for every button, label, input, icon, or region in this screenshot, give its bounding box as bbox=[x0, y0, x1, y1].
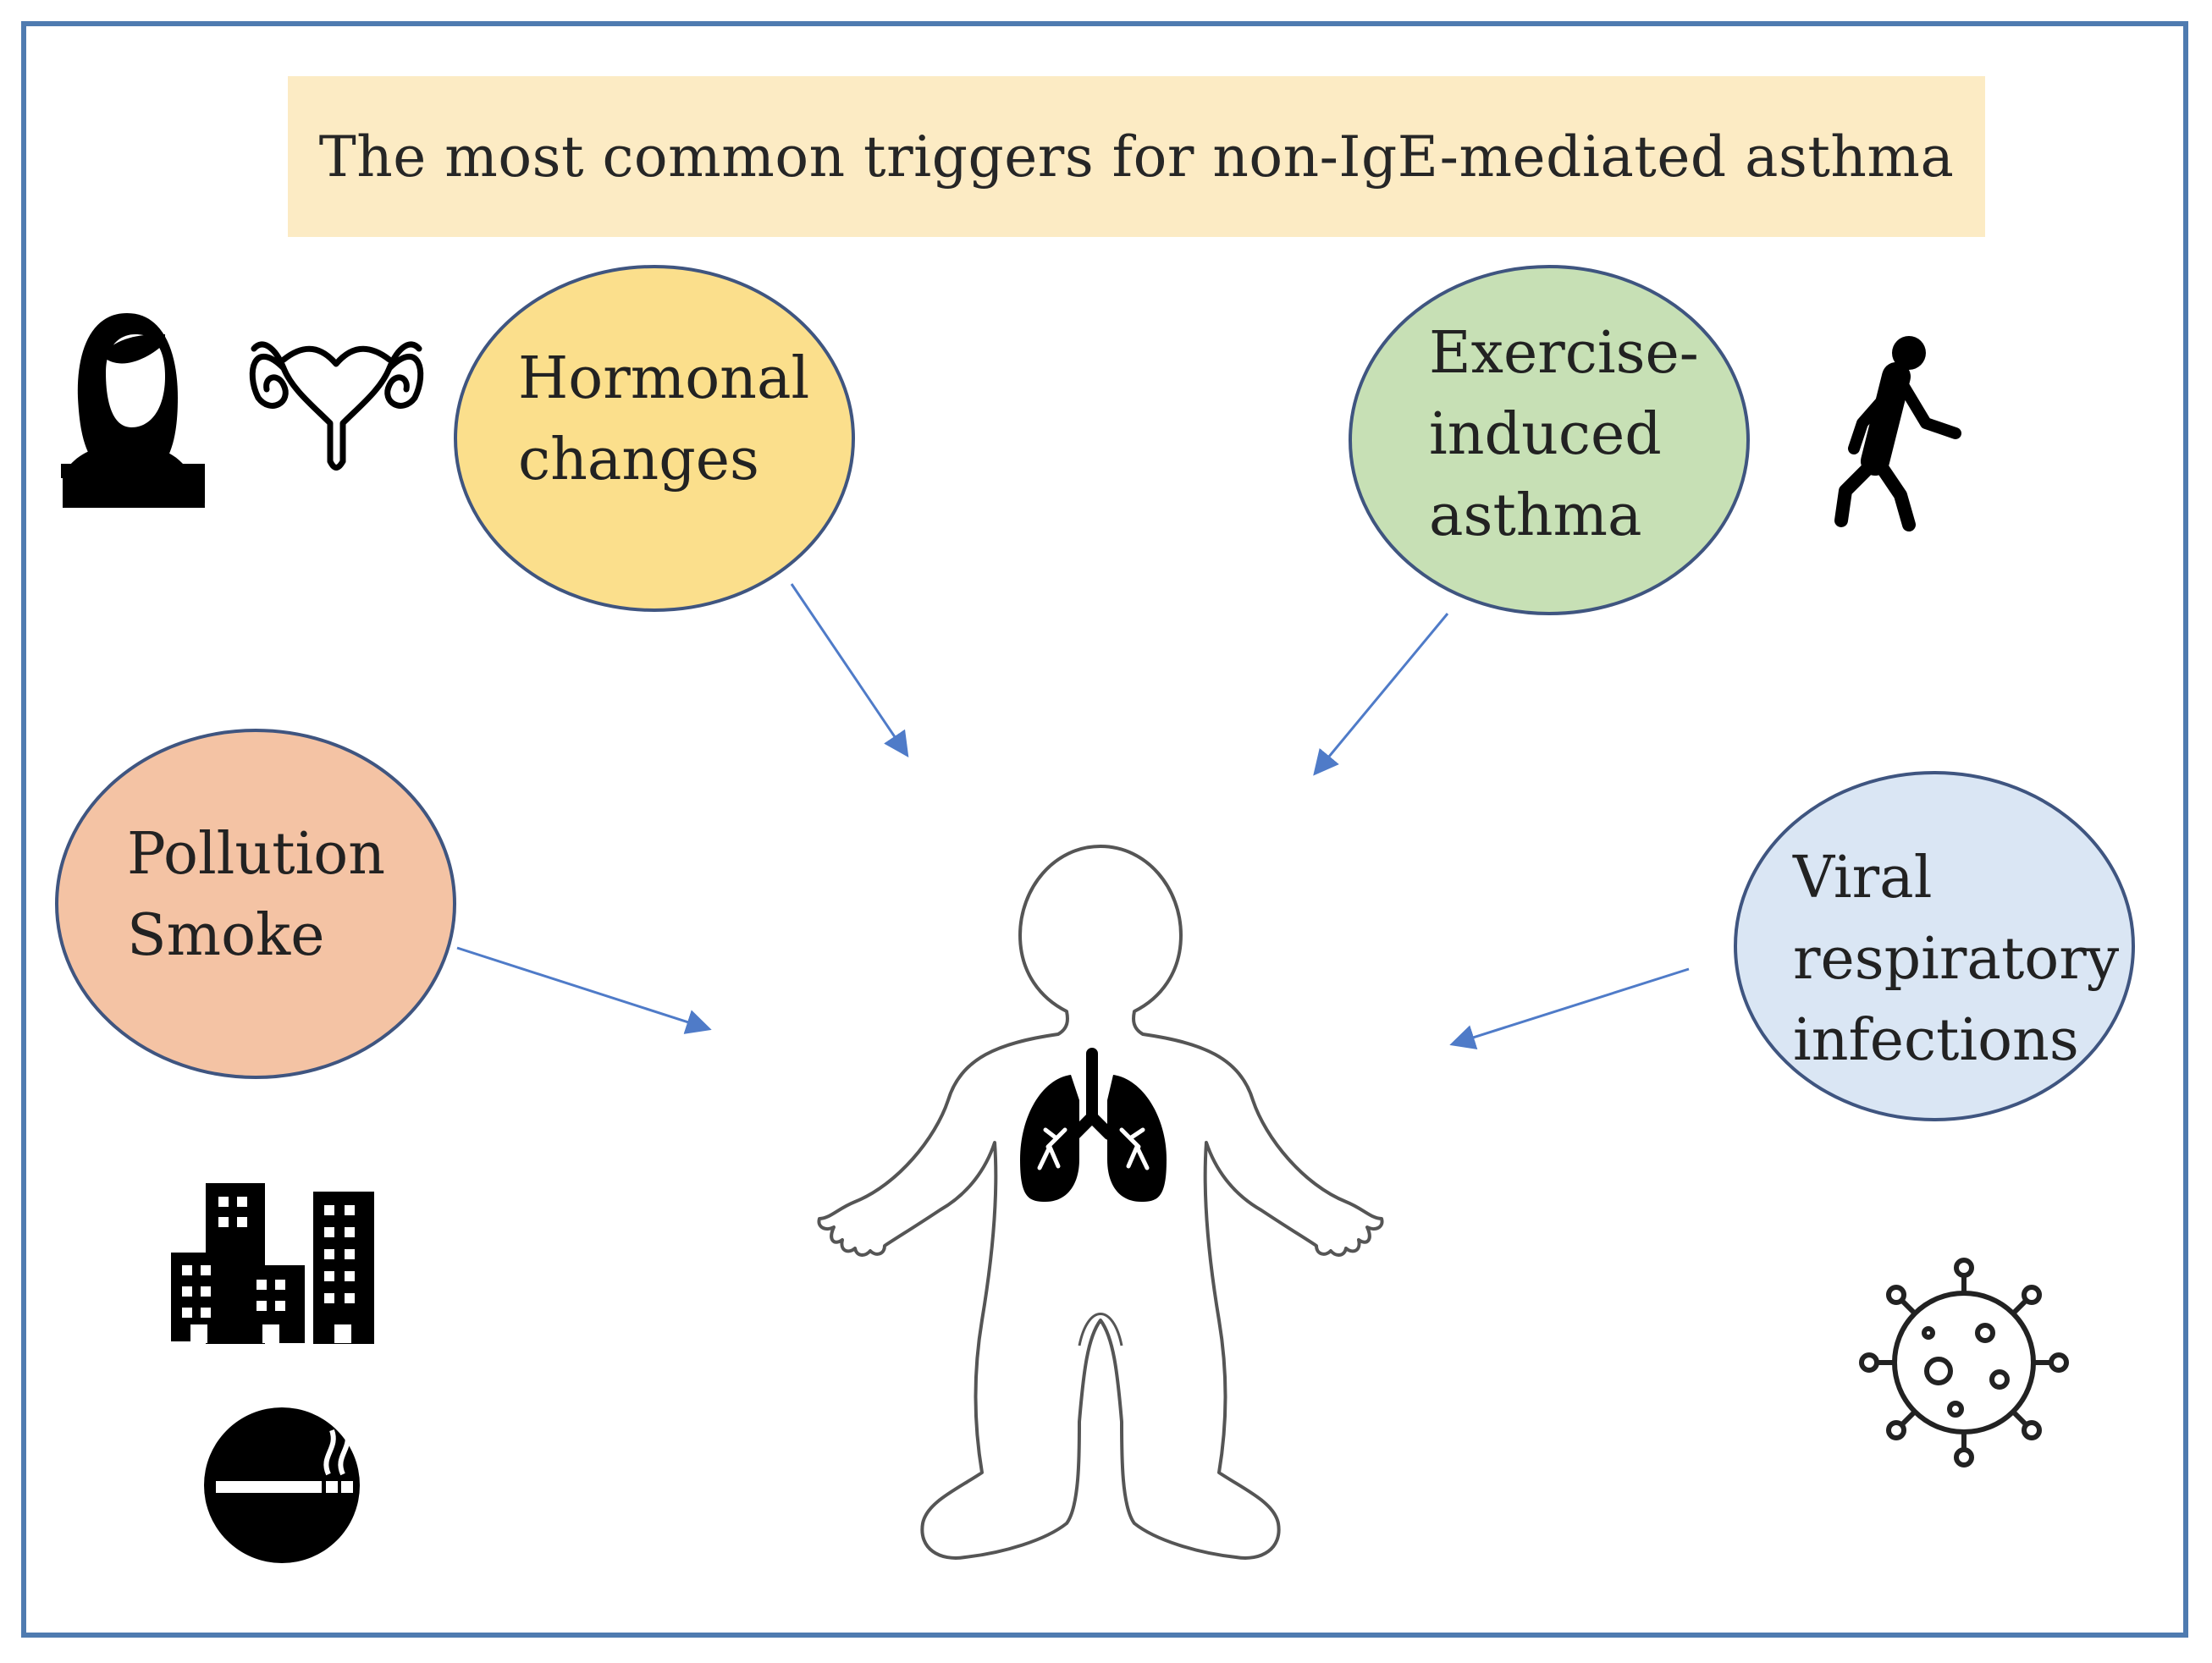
label-hormonal-line-1: Hormonal bbox=[518, 345, 810, 412]
bubble-viral bbox=[1734, 771, 2135, 1121]
label-viral: Viral respiratory infections bbox=[1793, 838, 2119, 1082]
walking-person-icon bbox=[1834, 336, 1961, 531]
label-viral-line-2: respiratory bbox=[1793, 926, 2120, 993]
title-banner: The most common triggers for non-IgE-med… bbox=[288, 76, 1985, 237]
arrow-hormonal bbox=[790, 583, 909, 757]
virus-icon bbox=[1859, 1258, 2069, 1468]
label-pollution: Pollution Smoke bbox=[127, 814, 385, 977]
woman-icon-body bbox=[63, 334, 205, 508]
label-viral-line-3: infections bbox=[1793, 1007, 2079, 1074]
lungs-icon bbox=[1020, 1048, 1167, 1202]
label-viral-line-1: Viral bbox=[1793, 845, 1933, 911]
arrow-pollution bbox=[456, 946, 712, 1034]
arrow-viral bbox=[1449, 967, 1690, 1050]
label-pollution-line-2: Smoke bbox=[127, 902, 325, 969]
label-exercise-line-1: Exercise- bbox=[1429, 320, 1699, 387]
bubble-exercise bbox=[1349, 265, 1750, 615]
bubble-hormonal bbox=[454, 265, 855, 612]
label-exercise: Exercise- induced asthma bbox=[1429, 313, 1699, 557]
label-pollution-line-1: Pollution bbox=[127, 821, 386, 888]
city-buildings-icon bbox=[171, 1183, 374, 1344]
label-hormonal: Hormonal changes bbox=[518, 339, 809, 501]
uterus-icon bbox=[249, 341, 424, 471]
child-body-outline-icon bbox=[817, 845, 1384, 1560]
figure-title: The most common triggers for non-IgE-med… bbox=[318, 124, 1955, 190]
label-hormonal-line-2: changes bbox=[518, 427, 759, 493]
label-exercise-line-3: asthma bbox=[1429, 482, 1642, 549]
arrow-exercise bbox=[1313, 613, 1449, 776]
smoking-icon bbox=[204, 1407, 360, 1563]
bubble-pollution bbox=[55, 729, 456, 1079]
label-exercise-line-2: induced bbox=[1429, 401, 1662, 468]
